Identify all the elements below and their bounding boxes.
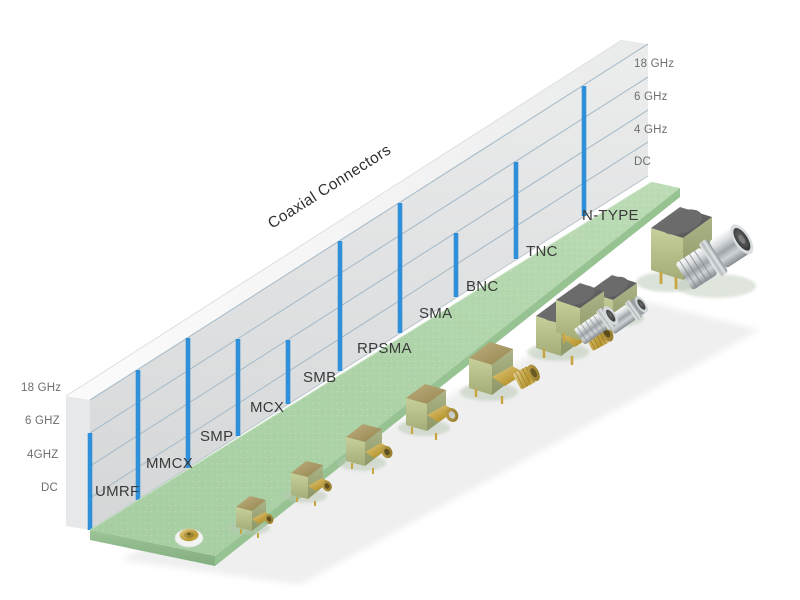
axis-left-label-18ghz: 18 GHz <box>21 382 62 394</box>
axis-right-label-18ghz: 18 GHz <box>634 58 675 70</box>
wall-gridlines <box>89 43 649 499</box>
connector-smb <box>398 384 459 440</box>
frequency-scale-wall <box>65 39 649 531</box>
board-right-edge <box>215 188 680 566</box>
axis-right-label-dc: DC <box>634 156 652 168</box>
connector-rpsma <box>460 342 540 404</box>
connector-label-tnc: TNC <box>526 243 558 260</box>
connector-label-rpsma: RPSMA <box>357 340 412 357</box>
connector-label-smp: SMP <box>200 428 234 445</box>
gridline-6ghz <box>89 76 649 434</box>
connector-label-smb: SMB <box>303 369 337 386</box>
axis-right-label-4ghz: 4 GHz <box>634 124 668 136</box>
connector-label-mcx: MCX <box>250 399 285 416</box>
connector-label-mmcx: MMCX <box>146 455 194 472</box>
wall-left-end <box>66 396 90 530</box>
gridline-dc <box>89 141 649 499</box>
connector-mmcx <box>228 496 274 538</box>
axis-left-label-4ghz: 4GHZ <box>27 449 59 461</box>
gridline-18ghz <box>89 43 649 401</box>
connector-smp <box>283 461 332 506</box>
connector-ntype <box>651 207 756 298</box>
connector-label-ntype: N-TYPE <box>582 207 639 224</box>
board-front-edge <box>90 530 215 566</box>
wall-top-bevel <box>66 40 648 400</box>
frequency-bars <box>87 86 587 530</box>
connector-label-bnc: BNC <box>466 278 499 295</box>
connector-label-umrf: UMRF <box>95 483 140 500</box>
pcb-board <box>89 181 760 585</box>
wall-base-line <box>89 175 649 531</box>
connector-mcx <box>338 424 393 474</box>
connector-tnc <box>556 272 700 345</box>
board-back-highlight <box>89 181 653 531</box>
connector-umrf <box>174 528 204 548</box>
connector-label-sma: SMA <box>419 305 453 322</box>
axis-right-label-6ghz: 6 GHz <box>634 91 668 103</box>
wall-top-line <box>65 39 623 397</box>
board-texture <box>90 182 680 556</box>
axis-left-label-6ghz: 6 GHZ <box>25 415 60 427</box>
axis-left-label-dc: DC <box>41 482 59 494</box>
gridline-4ghz <box>89 109 649 467</box>
